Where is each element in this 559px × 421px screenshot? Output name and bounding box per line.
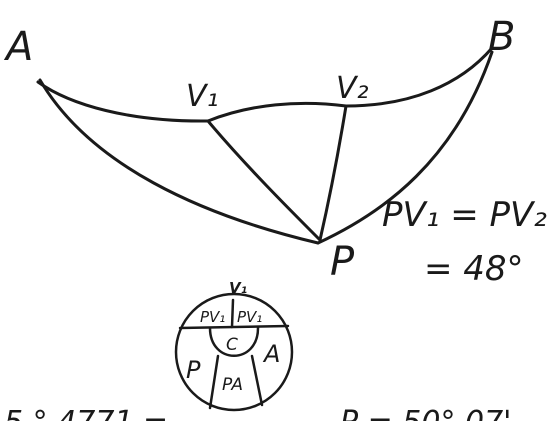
arc-a-to-p (38, 78, 320, 245)
arc-p-to-b (316, 50, 494, 245)
napier-segment-right: A (262, 340, 280, 368)
napier-center-label: C (226, 335, 238, 355)
point-label-v1: V₁ (186, 79, 219, 114)
bottom-text-left: 5.° 4771 = (4, 405, 168, 421)
napier-horizontal-divider (178, 324, 290, 330)
napier-top-label: V₁ (229, 279, 247, 297)
point-label-p: P (330, 239, 355, 285)
point-label-b: B (488, 14, 515, 60)
napier-segment-left: P (186, 356, 201, 384)
arc-a-v1-v2-b (36, 46, 494, 123)
napier-segment-top-left: PV₁ (200, 308, 225, 326)
equation-line-1: PV₁ = PV₂ (382, 195, 547, 235)
line-v1-to-p (206, 119, 322, 242)
napier-top-divider (230, 298, 235, 329)
napier-outer-circle (174, 292, 294, 412)
bottom-text-right: P = 50° 07' (340, 405, 511, 421)
napier-circle: V₁ PV₁ PV₁ C P A PA (174, 279, 294, 412)
point-label-a: A (3, 24, 33, 70)
line-v2-to-p (318, 104, 348, 242)
napier-lower-right-divider (250, 354, 264, 407)
napier-segment-top-right: PV₁ (237, 308, 262, 326)
napier-inner-arc (208, 326, 260, 357)
point-label-v2: V₂ (336, 71, 369, 106)
napier-lower-left-divider (208, 354, 220, 410)
equation-line-2: = 48° (424, 249, 524, 289)
napier-segment-bottom: PA (222, 375, 243, 395)
